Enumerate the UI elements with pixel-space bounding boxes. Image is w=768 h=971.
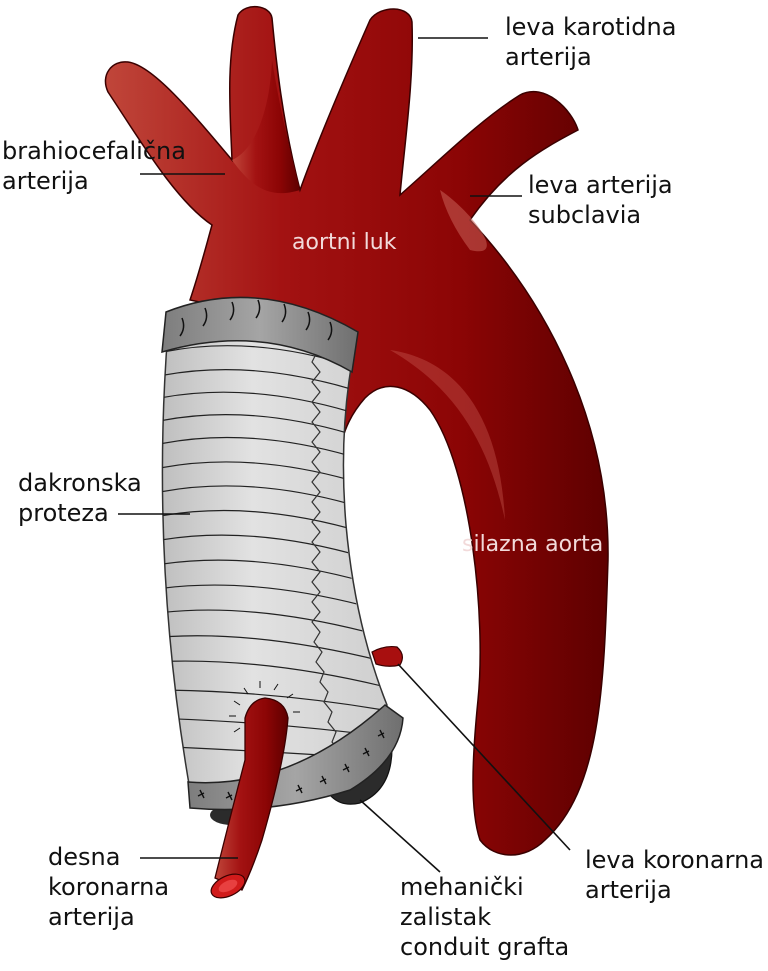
label-left-coronary-artery: leva koronarna arterija xyxy=(585,845,764,905)
label-descending-aorta: silazna aorta xyxy=(462,532,604,557)
leader-lines xyxy=(118,37,571,873)
label-brachiocephalic-artery: brahiocefalična arterija xyxy=(2,136,186,196)
leader-left-coronary xyxy=(397,663,571,851)
label-line: desna xyxy=(48,843,121,871)
branch-gap-1 xyxy=(232,60,300,194)
upper-anastomosis-cuff xyxy=(161,296,359,374)
label-line: subclavia xyxy=(528,201,642,229)
arch-highlight xyxy=(440,190,487,252)
label-line: proteza xyxy=(18,499,109,527)
label-line: arterija xyxy=(48,903,135,931)
descending-highlight xyxy=(390,350,505,520)
label-line: dakronska xyxy=(18,469,142,497)
label-line: leva arterija xyxy=(528,171,673,199)
label-right-coronary-artery: desna koronarna arterija xyxy=(48,842,169,932)
label-line: brahiocefalična xyxy=(2,137,186,165)
label-line: leva karotidna xyxy=(505,13,677,41)
right-coronary-vessel xyxy=(210,681,300,899)
graft-seam xyxy=(311,349,341,753)
label-dacron-graft: dakronska proteza xyxy=(18,468,142,528)
label-line: arterija xyxy=(585,876,672,904)
label-left-carotid-artery: leva karotidna arterija xyxy=(505,12,676,72)
label-left-subclavian-artery: leva arterija subclavia xyxy=(528,170,673,230)
label-line: mehanički xyxy=(400,873,524,901)
label-line: koronarna xyxy=(48,873,170,901)
label-aortic-arch: aortni luk xyxy=(292,230,397,255)
label-line: zalistak xyxy=(400,903,492,931)
label-line: arterija xyxy=(2,167,89,195)
aorta xyxy=(104,6,609,856)
label-line: conduit grafta xyxy=(400,933,570,961)
leader-mechanical-valve xyxy=(359,799,441,873)
label-line: leva koronarna xyxy=(585,846,765,874)
left-coronary-vessel xyxy=(371,645,403,667)
label-line: arterija xyxy=(505,43,592,71)
label-mechanical-valve-conduit: mehanički zalistak conduit grafta xyxy=(400,872,569,962)
